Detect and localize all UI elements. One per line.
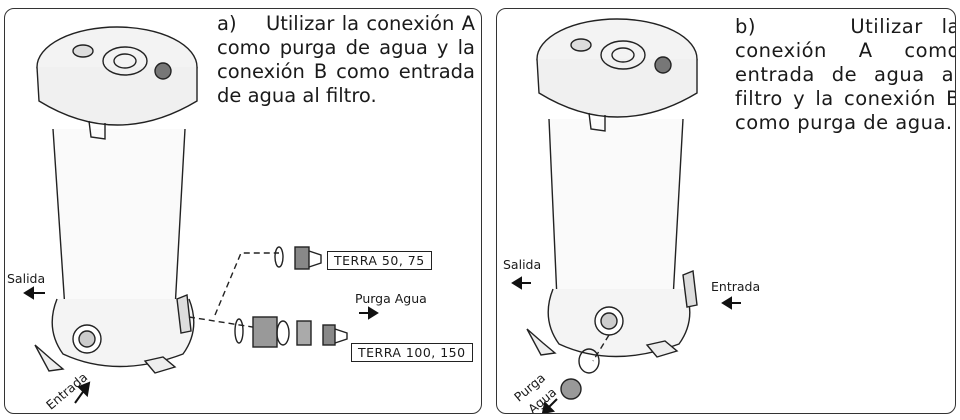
drain-cap [560,378,582,400]
arrow-left-icon [511,276,522,290]
large-union-fitting [252,316,278,348]
filter-base [51,298,195,368]
label-purga-agua-a: Purga Agua [355,291,427,306]
panel-b: b) Utilizar la conexión A como entrada d… [496,8,956,414]
panel-a: a) Utilizar la conexión A como purga de … [4,8,482,414]
arrow-left-icon [721,296,732,310]
vent-knob [72,44,94,58]
model-label-small: TERRA 50, 75 [327,251,432,270]
arrow-up-right-icon [77,381,91,398]
o-ring [578,348,600,374]
arrow-left-icon [23,286,34,300]
vent-knob [570,38,592,52]
connection-a [176,294,192,334]
label-salida-a: Salida [7,271,46,286]
filter-diagram-a [23,26,379,404]
caption-b: b) Utilizar la conexión A como entrada d… [735,15,956,134]
arrow-down-left-icon [541,400,556,413]
connection-a [682,270,698,308]
model-label-large: TERRA 100, 150 [351,343,473,362]
pressure-gauge-icon [654,56,672,74]
label-entrada-b: Entrada [711,279,761,294]
filter-body [548,118,684,310]
arrow-right-icon [368,306,379,320]
small-union-fitting [294,246,310,270]
filter-diagram-b [511,18,741,413]
filter-body [52,128,186,320]
pressure-gauge-icon [154,62,172,80]
caption-a: a) Utilizar la conexión A como purga de … [217,12,476,107]
label-salida-b: Salida [503,257,542,272]
